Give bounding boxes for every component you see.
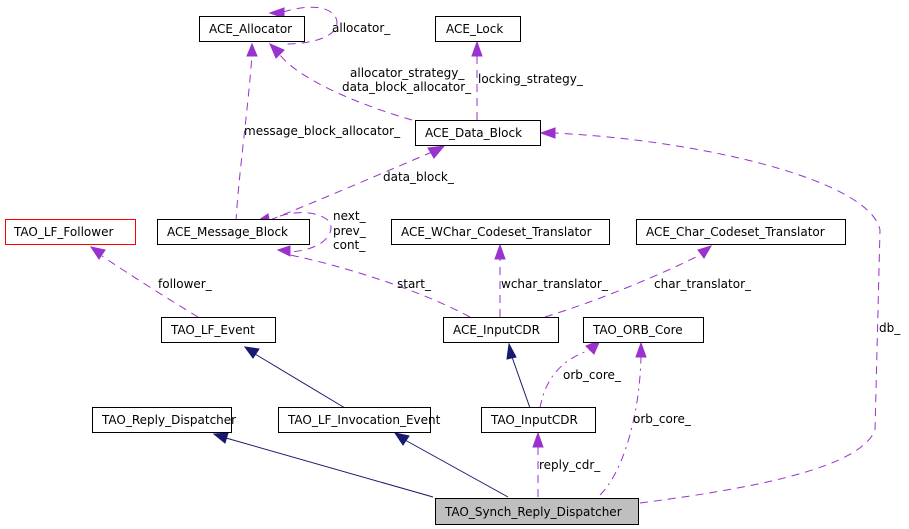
- label-data-block-allocator: data_block_allocator_: [342, 80, 472, 94]
- node-tao-reply-dispatcher-label: TAO_Reply_Dispatcher: [101, 413, 236, 427]
- node-ace-message-block[interactable]: ACE_Message_Block: [157, 219, 310, 245]
- edge-allocator-self: [282, 6, 338, 45]
- arrowhead-char-translator: [697, 245, 713, 259]
- node-tao-lf-invocation-event[interactable]: TAO_LF_Invocation_Event: [278, 407, 441, 433]
- label-char-translator: char_translator_: [654, 277, 752, 291]
- node-tao-orb-core-label: TAO_ORB_Core: [592, 323, 683, 337]
- arrowhead-locking-strategy: [471, 40, 483, 57]
- node-tao-lf-follower-label: TAO_LF_Follower: [13, 225, 113, 239]
- arrowhead-inherit-lf-invocation: [393, 432, 410, 446]
- node-tao-synch-reply-dispatcher-label: TAO_Synch_Reply_Dispatcher: [444, 505, 622, 519]
- node-tao-lf-follower[interactable]: TAO_LF_Follower: [5, 219, 136, 245]
- node-ace-inputcdr-label: ACE_InputCDR: [453, 323, 540, 337]
- edge-char-translator: [544, 254, 701, 318]
- node-tao-inputcdr[interactable]: TAO_InputCDR: [481, 407, 596, 433]
- node-tao-reply-dispatcher[interactable]: TAO_Reply_Dispatcher: [92, 407, 237, 433]
- label-reply-cdr: reply_cdr_: [539, 458, 601, 472]
- node-tao-synch-reply-dispatcher[interactable]: TAO_Synch_Reply_Dispatcher: [435, 498, 639, 525]
- label-prev: prev_: [333, 224, 367, 238]
- node-tao-lf-invocation-event-label: TAO_LF_Invocation_Event: [287, 413, 441, 427]
- arrowhead-message-block-self: [276, 245, 291, 257]
- label-next: next_: [333, 209, 367, 223]
- edge-inherit-tao-inputcdr-to-ace-inputcdr: [511, 356, 531, 409]
- node-ace-data-block-label: ACE_Data_Block: [425, 126, 522, 140]
- node-ace-message-block-label: ACE_Message_Block: [167, 225, 288, 239]
- edge-message-block-self: [279, 212, 332, 253]
- node-ace-allocator-label: ACE_Allocator: [209, 22, 292, 36]
- arrowhead-inherit-lf-event: [243, 346, 260, 359]
- edge-data-block-allocator: [279, 54, 413, 121]
- label-allocator: allocator_: [332, 21, 391, 35]
- label-data-block: data_block_: [383, 170, 455, 184]
- arrowhead-data-block-top: [427, 145, 446, 159]
- label-db: db_: [879, 321, 901, 335]
- edge-inherit-synch-to-lf-invocation: [404, 439, 509, 498]
- arrowhead-inherit-reply-dispatcher: [212, 432, 229, 444]
- node-ace-char-codeset-translator-label: ACE_Char_Codeset_Translator: [646, 225, 825, 239]
- arrowhead-orb-core-2: [635, 341, 647, 358]
- node-tao-inputcdr-label: TAO_InputCDR: [490, 413, 578, 427]
- arrowhead-allocator-self: [268, 7, 285, 19]
- node-ace-allocator[interactable]: ACE_Allocator: [199, 16, 305, 42]
- label-orb-core-2: orb_core_: [633, 412, 692, 426]
- label-locking-strategy: locking_strategy_: [478, 72, 584, 86]
- arrowhead-inherit-ace-inputcdr: [506, 342, 517, 360]
- label-wchar-translator: wchar_translator_: [501, 277, 609, 291]
- arrowhead-reply-cdr: [532, 431, 544, 448]
- label-follower: follower_: [158, 277, 213, 291]
- edge-inherit-lf-invocation-to-lf-event: [254, 353, 346, 409]
- node-ace-inputcdr[interactable]: ACE_InputCDR: [443, 317, 559, 343]
- edge-start: [289, 254, 471, 318]
- node-ace-char-codeset-translator[interactable]: ACE_Char_Codeset_Translator: [636, 219, 846, 245]
- label-start: start_: [397, 277, 432, 291]
- arrowhead-follower: [89, 246, 106, 260]
- label-orb-core-1: orb_core_: [563, 368, 622, 382]
- arrowhead-wchar-translator: [494, 243, 506, 260]
- node-tao-lf-event[interactable]: TAO_LF_Event: [161, 317, 276, 343]
- edge-message-block-allocator: [235, 54, 253, 223]
- arrowhead-db: [539, 127, 556, 139]
- arrowhead-data-block-allocator: [269, 43, 285, 59]
- edge-db: [553, 132, 881, 504]
- label-allocator-strategy: allocator_strategy_: [350, 66, 465, 80]
- edge-data-block: [269, 151, 433, 221]
- node-tao-orb-core[interactable]: TAO_ORB_Core: [583, 317, 704, 343]
- node-ace-wchar-codeset-translator[interactable]: ACE_WChar_Codeset_Translator: [391, 219, 610, 245]
- label-cont: cont_: [333, 238, 366, 252]
- label-message-block-allocator: message_block_allocator_: [244, 124, 401, 138]
- node-ace-lock[interactable]: ACE_Lock: [435, 16, 521, 42]
- node-tao-lf-event-label: TAO_LF_Event: [170, 323, 255, 337]
- node-ace-data-block[interactable]: ACE_Data_Block: [415, 120, 541, 146]
- edge-orb-core-2: [599, 355, 642, 496]
- edge-follower: [101, 255, 199, 318]
- node-ace-lock-label: ACE_Lock: [446, 22, 503, 36]
- arrowhead-message-block-allocator: [246, 42, 258, 57]
- edge-inherit-synch-to-reply-dispatcher: [225, 437, 434, 498]
- node-ace-wchar-codeset-translator-label: ACE_WChar_Codeset_Translator: [401, 225, 592, 239]
